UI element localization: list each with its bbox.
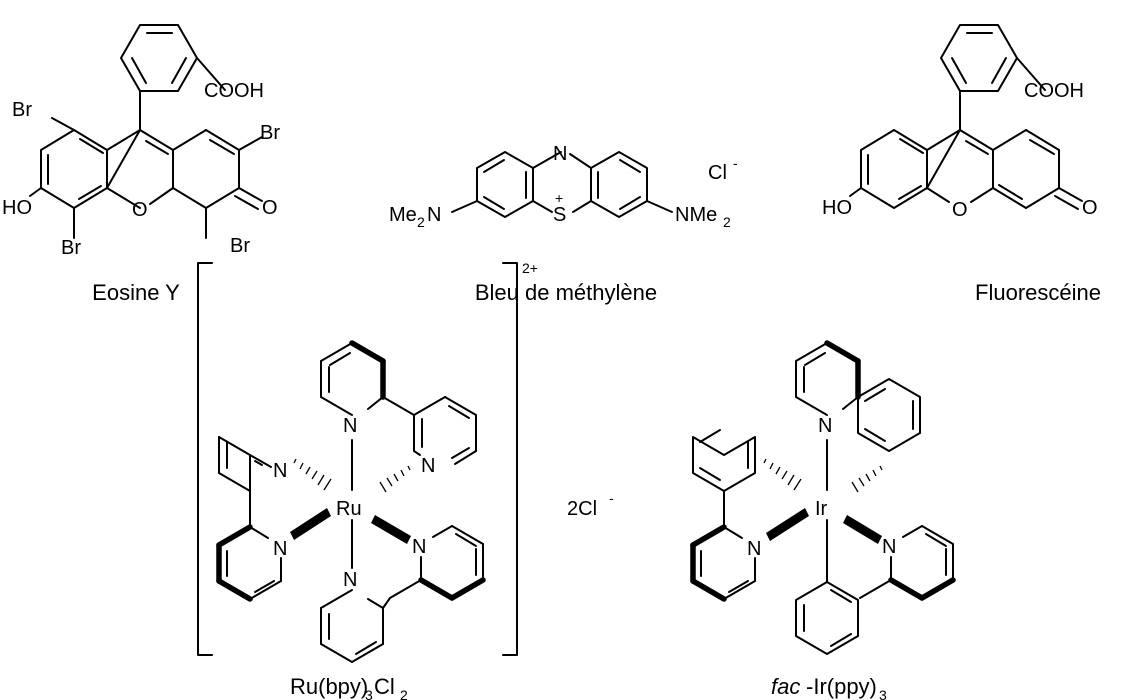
ru-complex-charge: 2+ xyxy=(522,260,538,276)
ru-bpy-complex-structure: 2+ xyxy=(197,260,614,700)
eosine-ho-label: HO xyxy=(2,197,32,219)
ru-bottom-bipyridine xyxy=(320,589,391,663)
methylene-left-subscript: 2 xyxy=(417,214,425,230)
methylene-right-nme-label: NMe xyxy=(675,204,717,226)
ru-metal-label: Ru xyxy=(336,498,362,520)
fluorescein-phenyl-ring xyxy=(940,24,1046,131)
ir-top-ppy xyxy=(795,340,921,452)
ru-caption-cl: Cl xyxy=(374,674,395,699)
ir-left-ppy xyxy=(690,429,756,602)
fluorescein-ho-label: HO xyxy=(822,197,852,219)
ru-caption-sub3: 3 xyxy=(365,687,373,700)
ru-caption-main: Ru(bpy) xyxy=(290,674,368,699)
methylene-caption: Bleu de méthylène xyxy=(475,280,657,305)
eosine-keto-o-label: O xyxy=(262,197,278,219)
eosine-br-label: Br xyxy=(61,237,81,259)
eosine-br-label: Br xyxy=(260,122,280,144)
methylene-right-ring xyxy=(590,151,648,218)
ru-counterion-label: 2Cl xyxy=(567,498,597,520)
eosine-right-ring xyxy=(172,129,263,239)
ir-n-label: N xyxy=(882,536,896,558)
eosine-phenyl-ring xyxy=(120,24,226,131)
ir-hashed-bond-left xyxy=(763,458,802,491)
eosine-left-ring xyxy=(40,129,141,209)
methylene-blue-structure: N S + Me 2 N NMe 2 Cl - Bleu de méthylèn… xyxy=(389,143,738,305)
fluorescein-caption: Fluorescéine xyxy=(975,280,1101,305)
ru-n-label: N xyxy=(343,415,357,437)
ru-wedge-bond-right xyxy=(371,515,411,544)
left-bracket xyxy=(197,262,213,656)
eosine-y-structure: COOH Br Br HO O O Br Br Eosine Y xyxy=(2,24,280,305)
ru-left-bipyridine xyxy=(216,436,282,602)
ir-n-label: N xyxy=(747,538,761,560)
ru-n-label: N xyxy=(273,460,287,482)
ir-hashed-bond-right xyxy=(851,465,883,493)
eosine-caption: Eosine Y xyxy=(92,280,180,305)
eosine-br-label: Br xyxy=(12,99,32,121)
ru-top-bipyridine xyxy=(320,340,477,465)
ru-hashed-bond-left xyxy=(293,458,332,491)
ru-n-label: N xyxy=(421,455,435,477)
fluorescein-cooh-label: COOH xyxy=(1024,80,1084,102)
methylene-middle-ring xyxy=(532,151,592,213)
ru-wedge-bond-left xyxy=(290,508,331,540)
ir-caption-sub3: 3 xyxy=(879,687,887,700)
methylene-chloride-charge: - xyxy=(733,155,738,171)
eosine-ring-o-label: O xyxy=(132,199,148,221)
methylene-left-me-label: Me xyxy=(389,204,417,226)
methylene-chloride-label: Cl xyxy=(708,162,727,184)
ir-bottom-phenyl xyxy=(795,581,859,655)
methylene-left-n-label: N xyxy=(427,204,441,226)
fluorescein-right-ring xyxy=(992,129,1083,210)
fluorescein-ring-o-label: O xyxy=(952,199,968,221)
ru-caption: Ru(bpy) 3 Cl 2 xyxy=(290,674,408,700)
ru-n-label: N xyxy=(343,569,357,591)
methylene-right-subscript: 2 xyxy=(723,214,731,230)
eosine-br-label: Br xyxy=(230,235,250,257)
methylene-sulfur-label: S xyxy=(553,204,566,226)
eosine-central-ring xyxy=(106,129,174,209)
ir-metal-label: Ir xyxy=(815,498,828,520)
methylene-left-ring xyxy=(476,151,534,218)
ru-n-label: N xyxy=(273,538,287,560)
ir-caption-prefix: fac xyxy=(771,674,800,699)
fluorescein-structure: COOH HO O O Fluorescéine xyxy=(822,24,1101,305)
ru-counterion-charge: - xyxy=(609,490,614,506)
ru-n-label: N xyxy=(412,536,426,558)
ir-ppy-complex-structure: N N Ir N xyxy=(690,340,956,700)
ru-hashed-bond-right xyxy=(379,465,411,493)
methylene-sulfur-charge: + xyxy=(555,190,563,206)
ru-right-bipyridine xyxy=(389,525,486,601)
ru-caption-sub2: 2 xyxy=(400,687,408,700)
fluorescein-keto-o-label: O xyxy=(1082,197,1098,219)
eosine-cooh-label: COOH xyxy=(204,80,264,102)
ir-right-ppy xyxy=(859,525,956,601)
ir-caption: fac -Ir(ppy) 3 xyxy=(771,674,887,700)
ir-n-label: N xyxy=(818,415,832,437)
methylene-ring-n-label: N xyxy=(553,143,567,165)
ir-wedge-bond-left xyxy=(766,508,809,541)
ir-caption-main: -Ir(ppy) xyxy=(806,674,877,699)
fluorescein-central-ring xyxy=(926,129,994,203)
fluorescein-left-ring xyxy=(860,129,961,209)
ir-wedge-bond-right xyxy=(843,515,882,544)
right-bracket xyxy=(502,262,518,656)
